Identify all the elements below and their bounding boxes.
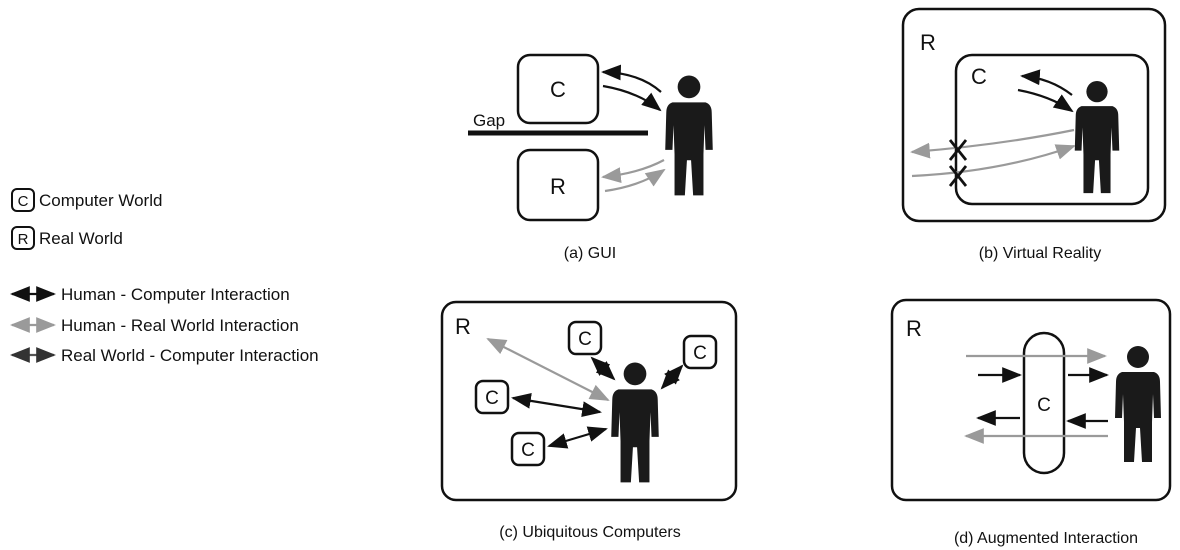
uc-person-icon — [611, 362, 659, 483]
gui-gray-arrow-to-real — [601, 159, 665, 183]
uc-arrow-c3 — [511, 393, 602, 417]
vr-arrow-to-human — [1017, 88, 1074, 113]
vr-block-marks — [948, 139, 968, 187]
uc-c2-letter: C — [693, 343, 707, 364]
legend-r-box — [11, 226, 35, 250]
uc-c4-letter: C — [521, 440, 535, 461]
legend-real-computer-label: Real World - Computer Interaction — [61, 346, 319, 365]
panel-gui: C Gap R (a) GUI — [468, 53, 713, 262]
gui-computer-box — [516, 53, 600, 125]
panel-augmented: R C (d) Augmented Interaction — [890, 298, 1172, 547]
panel-vr: R C (b) Virtual Reality — [901, 7, 1167, 262]
uc-r-letter: R — [455, 314, 471, 339]
uc-c1-letter: C — [578, 329, 592, 350]
gui-person-icon — [665, 75, 713, 196]
vr-real-world-frame — [901, 7, 1167, 223]
legend-real-world: R Real World — [11, 226, 123, 250]
legend-computer-world-label: Computer World — [39, 191, 162, 210]
ai-person-icon — [1115, 346, 1161, 462]
legend-human-computer-label: Human - Computer Interaction — [61, 285, 290, 304]
gui-arrow-to-human — [602, 84, 662, 112]
uc-gray-arrow — [486, 338, 610, 401]
legend-c-letter: C — [18, 193, 29, 210]
panel-ubiquitous: R C C C C (c) Ubiquitous Computers — [440, 300, 738, 541]
uc-computer-1 — [567, 320, 603, 356]
legend-r-letter: R — [18, 231, 29, 248]
ai-c-letter: C — [1037, 395, 1051, 416]
vr-caption: (b) Virtual Reality — [979, 245, 1101, 262]
uc-real-world-frame — [440, 300, 738, 502]
gui-caption: (a) GUI — [564, 245, 616, 262]
legend-human-real-label: Human - Real World Interaction — [61, 316, 299, 335]
uc-c3-letter: C — [485, 388, 499, 409]
uc-arrow-c2 — [660, 364, 684, 390]
uc-caption: (c) Ubiquitous Computers — [499, 524, 680, 541]
ai-computer-capsule — [1022, 331, 1066, 475]
vr-computer-frame — [954, 53, 1150, 206]
vr-c-letter: C — [971, 64, 987, 89]
vr-person-icon — [1074, 81, 1120, 194]
gui-arrow-to-computer — [601, 64, 662, 93]
legend-real-world-label: Real World — [39, 229, 123, 248]
legend-c-box — [11, 188, 35, 212]
ai-r-letter: R — [906, 316, 922, 341]
ai-caption: (d) Augmented Interaction — [954, 530, 1138, 547]
gui-r-letter: R — [550, 174, 566, 199]
legend: C Computer World R Real World Human - Co… — [10, 188, 319, 365]
vr-arrow-to-c — [1020, 69, 1073, 96]
uc-computer-4 — [510, 431, 546, 467]
vr-gray-arrow-in — [911, 144, 1076, 178]
legend-computer-world: C Computer World — [11, 188, 162, 212]
gui-gray-arrow-to-human — [604, 168, 666, 193]
uc-computer-2 — [682, 334, 718, 370]
uc-computer-3 — [474, 379, 510, 415]
gui-c-letter: C — [550, 77, 566, 102]
vr-r-letter: R — [920, 30, 936, 55]
vr-gray-arrow-out — [910, 128, 1075, 159]
uc-arrow-c4 — [547, 426, 608, 449]
uc-arrow-c1 — [590, 356, 616, 381]
ai-real-world-frame — [890, 298, 1172, 502]
gui-gap-label: Gap — [473, 111, 505, 130]
gui-real-box — [516, 148, 600, 222]
